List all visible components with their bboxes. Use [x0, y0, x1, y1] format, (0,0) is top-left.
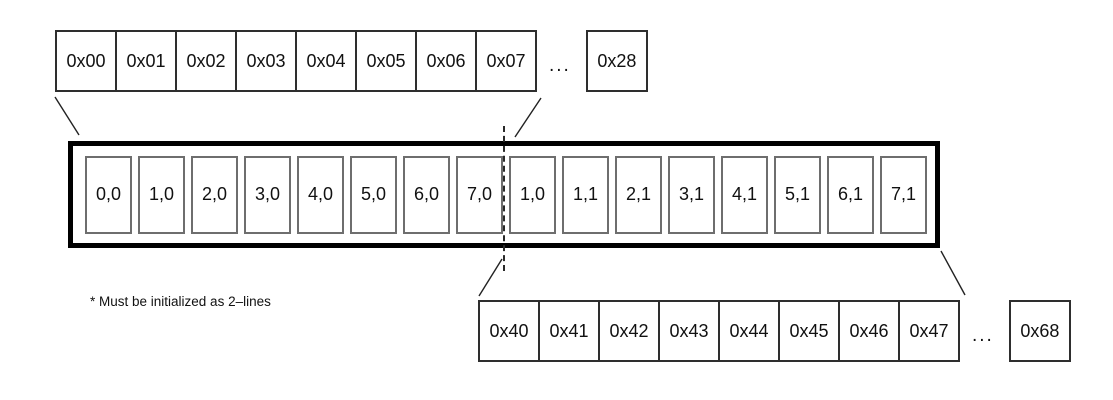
line-boundary-dashed-divider: [503, 126, 505, 271]
address-cell: 0x43: [658, 300, 720, 362]
cache-line-cell: 1,1: [562, 155, 609, 234]
connector-bottom-left-line: [478, 258, 503, 297]
ellipsis-top: ...: [549, 55, 571, 76]
note-text: * Must be initialized as 2–lines: [90, 294, 271, 309]
address-cell: 0x01: [115, 30, 177, 92]
address-cell-last-top: 0x28: [585, 30, 648, 92]
cache-line-cell: 4,0: [297, 155, 344, 234]
cache-line-cell: 3,0: [244, 155, 291, 234]
address-cell: 0x44: [718, 300, 780, 362]
address-cell: 0x42: [598, 300, 660, 362]
cache-line-cell: 6,0: [403, 155, 450, 234]
address-cell: 0x40: [478, 300, 540, 362]
address-cell: 0x07: [475, 30, 537, 92]
address-cell: 0x47: [898, 300, 960, 362]
ellipsis-bottom: ...: [972, 325, 994, 346]
address-cell-last-bottom: 0x68: [1008, 300, 1071, 362]
address-cell: 0x06: [415, 30, 477, 92]
cache-line-cell: 2,1: [615, 155, 662, 234]
cache-line-cell: 7,1: [880, 155, 927, 234]
address-cell: 0x46: [838, 300, 900, 362]
address-cell: 0x00: [55, 30, 117, 92]
cache-line-cell: 7,0: [456, 155, 503, 234]
cache-line-cell: 6,1: [827, 155, 874, 234]
cache-line-cell: 1,0: [138, 155, 185, 234]
connector-top-left-line: [54, 96, 80, 136]
connector-bottom-right-line: [940, 250, 966, 296]
address-cell: 0x05: [355, 30, 417, 92]
cache-line-cell: 5,0: [350, 155, 397, 234]
cache-line-cell: 3,1: [668, 155, 715, 234]
address-cell: 0x03: [235, 30, 297, 92]
cache-line-cell: 5,1: [774, 155, 821, 234]
connector-top-right-line: [514, 97, 542, 138]
address-cell: 0x45: [778, 300, 840, 362]
cache-line-cell: 0,0: [85, 155, 132, 234]
address-cell: 0x02: [175, 30, 237, 92]
address-cell: 0x41: [538, 300, 600, 362]
address-cell: 0x04: [295, 30, 357, 92]
cache-line-cell: 1,0: [509, 155, 556, 234]
cache-line-cell: 4,1: [721, 155, 768, 234]
cache-line-cell: 2,0: [191, 155, 238, 234]
